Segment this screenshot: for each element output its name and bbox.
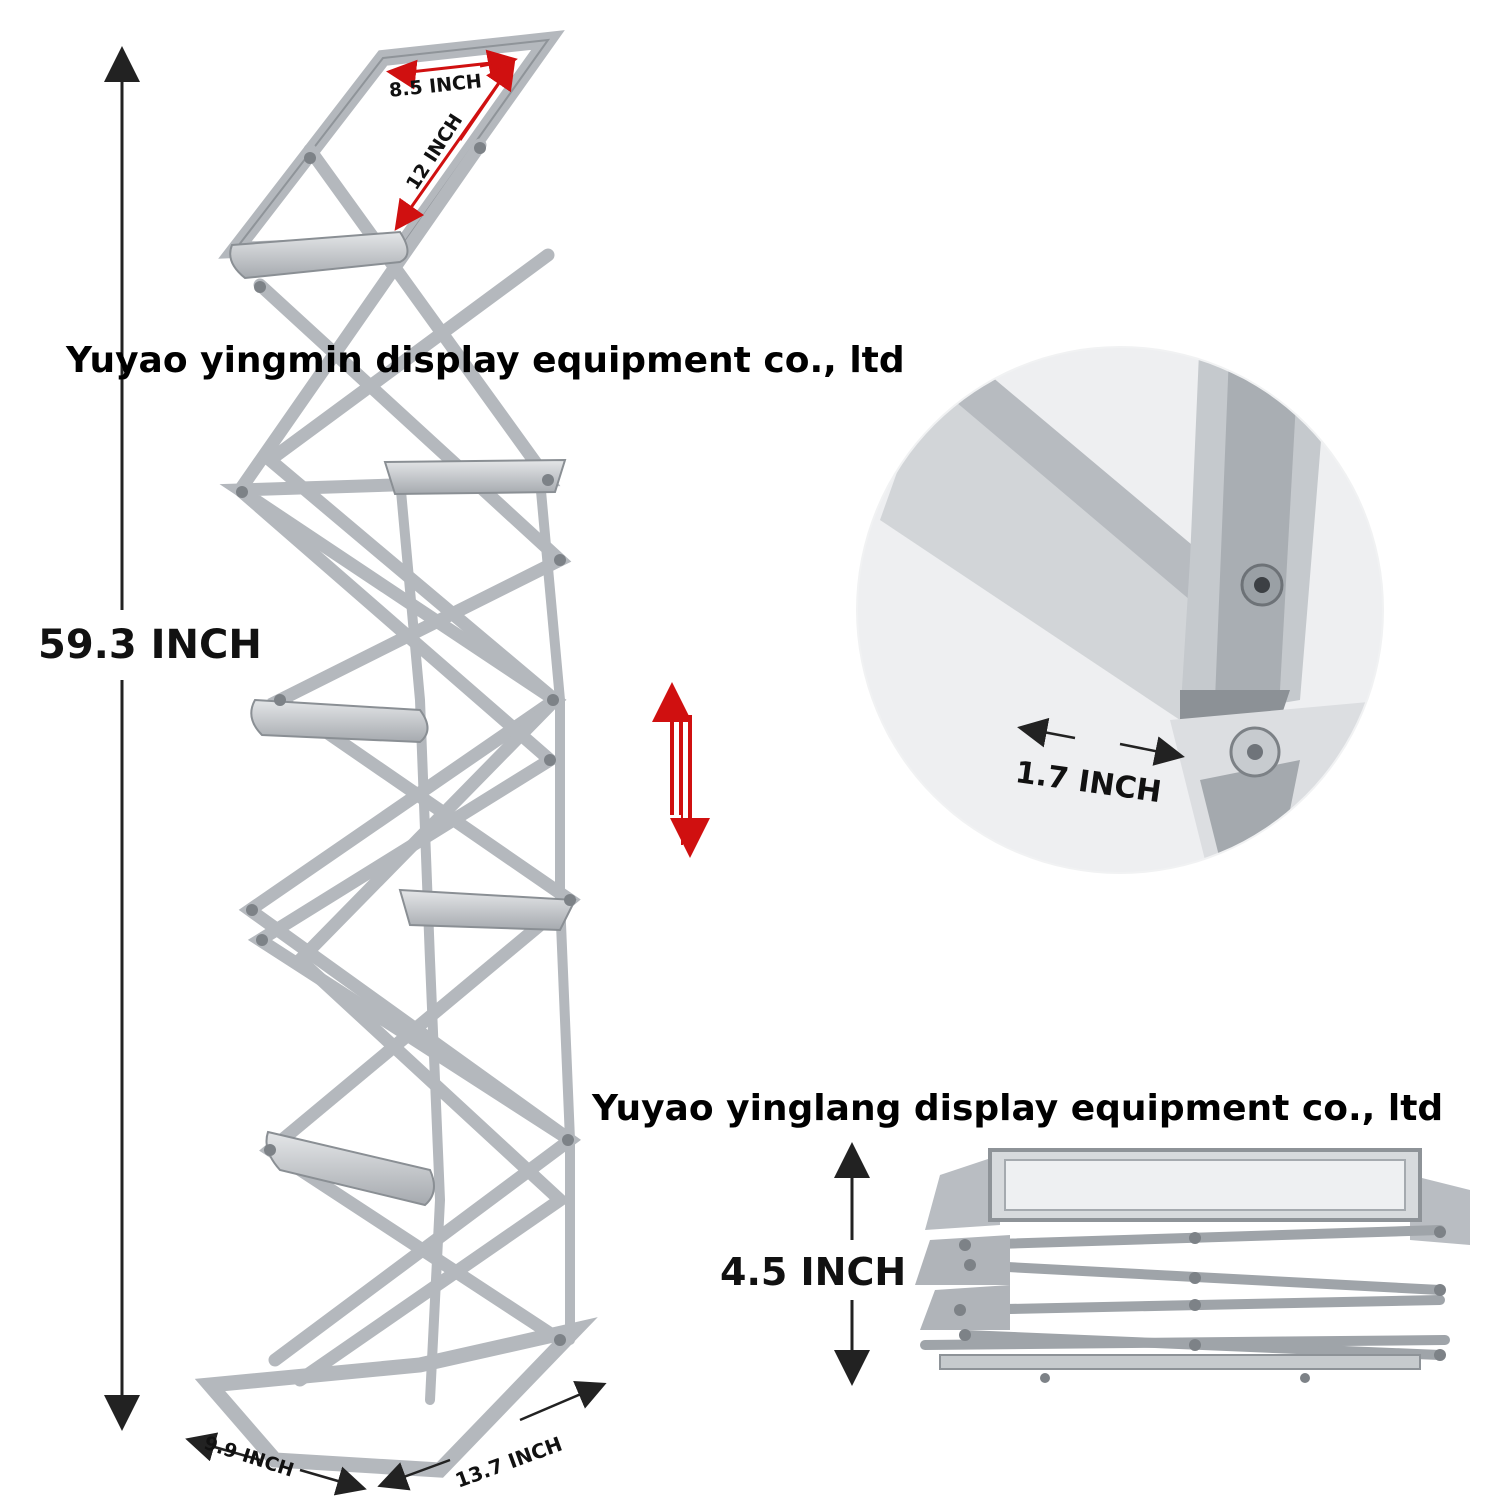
frame-dimension-arrows [386,49,518,231]
base-dimension-arrows [185,1381,607,1496]
watermark-bottom: Yuyao yinglang display equipment co., lt… [592,1088,1444,1129]
stand-shelves [229,230,577,1207]
folded-height-label: 4.5 INCH [720,1250,907,1294]
expand-collapse-arrows-icon [652,682,710,858]
brochure-stand-folded [915,1148,1470,1383]
watermark-top: Yuyao yingmin display equipment co., ltd [66,340,905,381]
stand-joints [236,142,576,1346]
height-label: 59.3 INCH [38,622,262,668]
